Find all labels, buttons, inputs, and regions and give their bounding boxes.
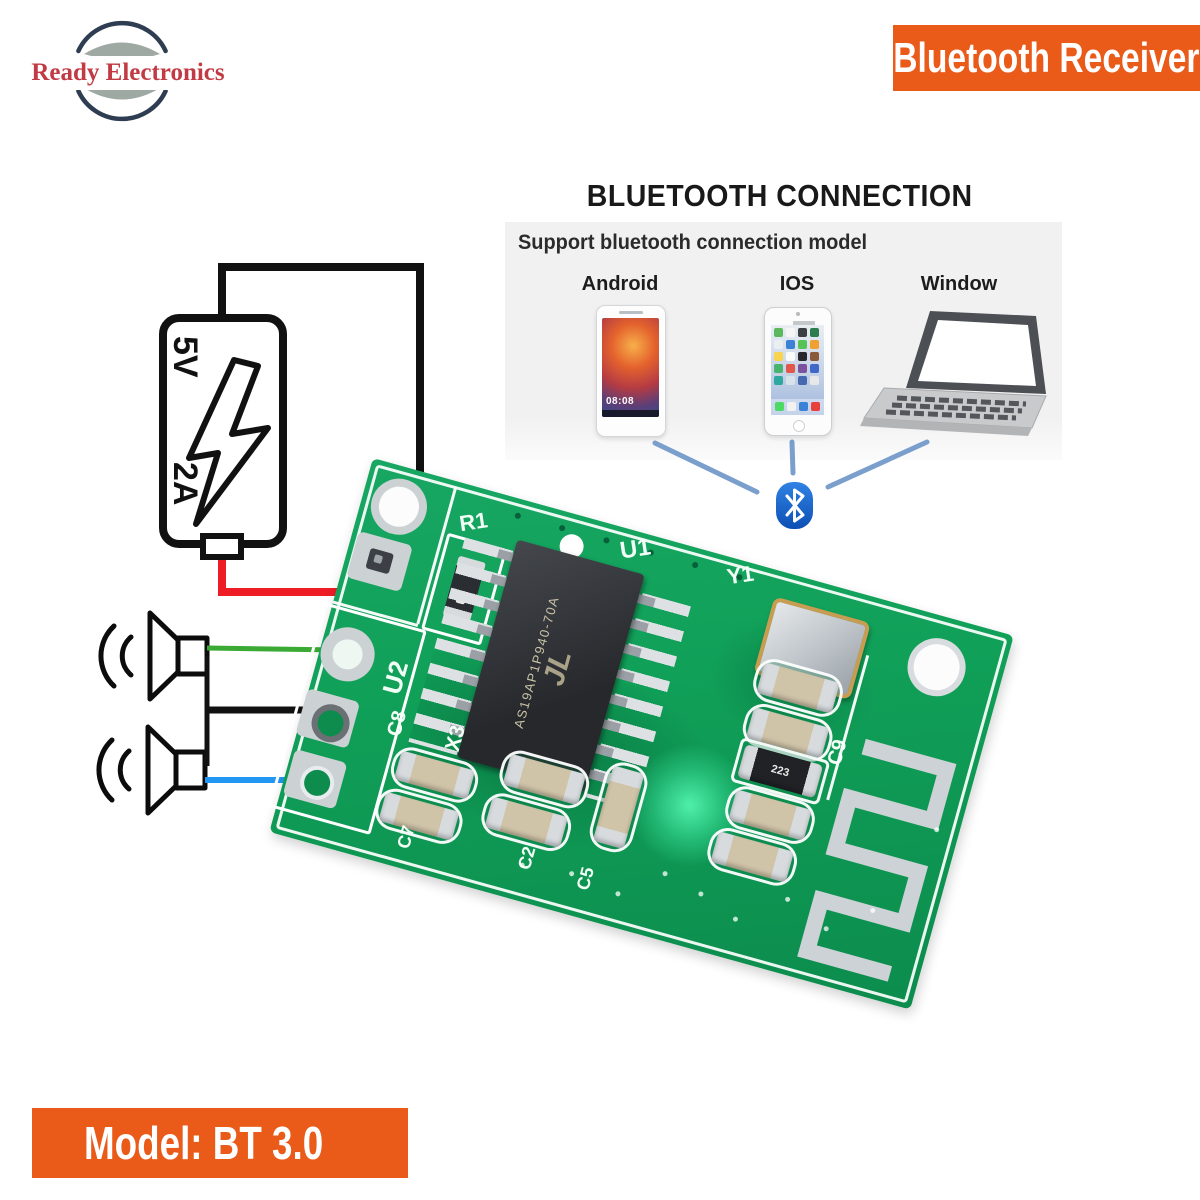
bluetooth-receiver-pcb: R1 U1 Y1 AS19AP1P940-70A JL	[268, 458, 1014, 1010]
model-label: Model: BT 3.0	[84, 1117, 324, 1169]
adapter-current: 2A	[166, 462, 204, 505]
brand-name: Ready Electronics	[14, 56, 242, 90]
android-phone-icon: 08:08	[596, 305, 666, 437]
top-banner-label: Bluetooth Receiver	[893, 34, 1200, 81]
speaker-pad-common	[295, 688, 361, 749]
bluetooth-icon	[776, 482, 813, 529]
silkscreen-label-y1: Y1	[725, 560, 756, 590]
speaker-pad-right	[282, 748, 348, 810]
phone-speaker-slot	[619, 311, 643, 314]
dock-icons	[775, 402, 784, 411]
iphone-camera-dot	[796, 312, 800, 316]
silkscreen-label-u1: U1	[618, 533, 653, 565]
iphone-screen	[771, 325, 824, 415]
speaker-icon	[96, 724, 208, 816]
pcb-antenna-icon	[797, 738, 957, 982]
android-clock: 08:08	[606, 396, 635, 407]
device-label-window: Window	[920, 273, 998, 295]
device-label-ios: IOS	[779, 273, 815, 295]
bluetooth-panel-title: BLUETOOTH CONNECTION	[587, 178, 973, 213]
android-screen: 08:08	[602, 318, 659, 417]
device-label-android: Android	[581, 273, 659, 295]
top-banner: Bluetooth Receiver	[893, 25, 1200, 91]
brand-logo: Ready Electronics	[6, 6, 250, 146]
bluetooth-panel-subtitle: Support bluetooth connection model	[518, 231, 868, 254]
iphone-home-button	[793, 420, 805, 432]
iphone-dock	[771, 399, 824, 415]
silkscreen-label-r1: R1	[457, 507, 490, 537]
iphone-icon	[764, 307, 832, 436]
power-adapter-lightning-icon: 5V 2A	[159, 314, 287, 560]
speaker-icon	[98, 610, 210, 702]
speaker-pad-left	[314, 621, 381, 688]
app-icon-grid	[774, 328, 783, 337]
adapter-voltage: 5V	[166, 336, 204, 378]
bottom-banner: Model: BT 3.0	[32, 1108, 408, 1178]
android-nav-bar	[602, 410, 659, 417]
ground-wire	[218, 263, 424, 472]
